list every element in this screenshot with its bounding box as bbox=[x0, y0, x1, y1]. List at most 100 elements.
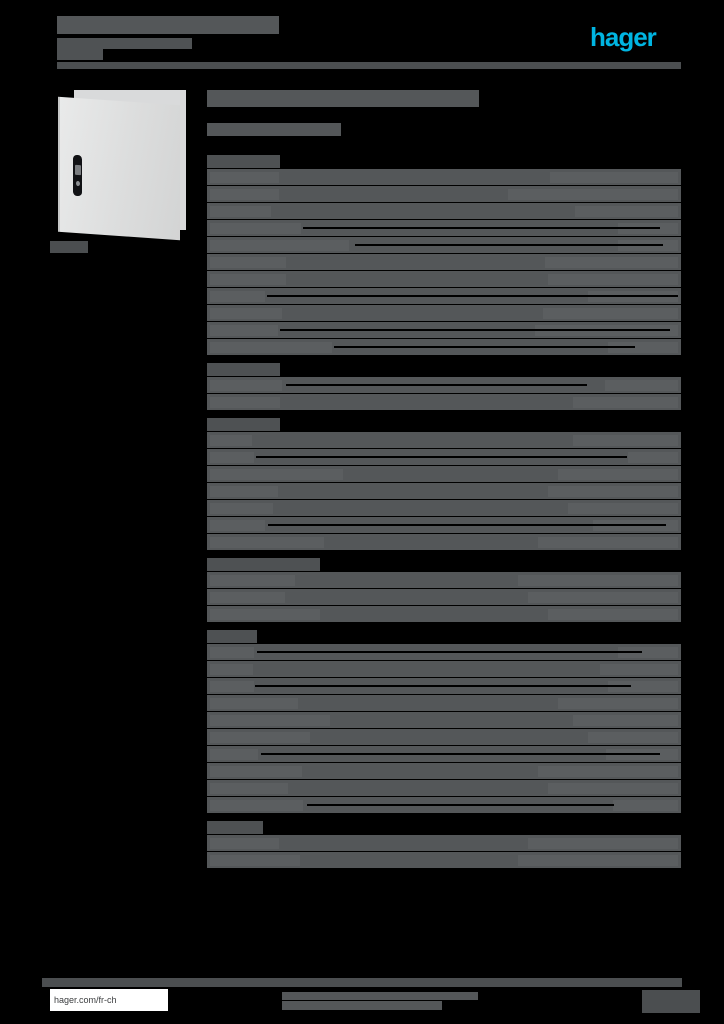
spec-group-heading: [redacted] bbox=[207, 418, 681, 431]
leader-line bbox=[255, 685, 631, 687]
table-row: [redacted] [redacted] bbox=[207, 203, 681, 219]
spec-label: [redacted] bbox=[210, 342, 332, 353]
leader-line bbox=[286, 384, 587, 386]
spec-leader bbox=[298, 695, 558, 711]
spec-leader bbox=[265, 288, 678, 304]
spec-leader bbox=[254, 449, 628, 465]
spec-label: [redacted] bbox=[210, 397, 280, 408]
spec-value: [redacted] bbox=[568, 503, 678, 514]
spec-label: [redacted] bbox=[210, 325, 278, 336]
spec-leader bbox=[252, 432, 573, 448]
spec-label: [redacted] bbox=[210, 274, 286, 285]
spec-leader bbox=[300, 852, 518, 868]
spec-group-heading-label: [redacted] bbox=[207, 558, 320, 571]
spec-leader bbox=[295, 572, 518, 588]
spec-leader bbox=[288, 780, 548, 796]
spec-leader bbox=[320, 606, 548, 622]
table-row: [redacted][redacted] bbox=[207, 661, 681, 677]
title-block: [redacted] [redacted] bbox=[57, 16, 279, 49]
leader-line bbox=[280, 329, 670, 331]
main-content-header: [redacted] [redacted] bbox=[207, 90, 681, 136]
leader-line bbox=[261, 753, 660, 755]
spec-value: [redacted] bbox=[548, 274, 678, 285]
spec-leader bbox=[332, 339, 635, 355]
spec-label: [redacted] bbox=[210, 732, 310, 743]
spec-value: [redacted] bbox=[573, 435, 678, 446]
spec-value: [redacted] bbox=[543, 308, 678, 319]
footer-line-2 bbox=[282, 1001, 442, 1010]
spec-leader bbox=[280, 394, 573, 410]
spec-value: [redacted] bbox=[608, 342, 678, 353]
spec-group-heading-label: [redacted] bbox=[207, 363, 280, 376]
spec-label: [redacted] bbox=[210, 609, 320, 620]
spec-leader bbox=[324, 534, 538, 550]
group-spacer bbox=[207, 551, 681, 558]
spec-leader bbox=[285, 589, 528, 605]
spec-leader bbox=[282, 377, 605, 393]
spec-leader bbox=[253, 661, 600, 677]
leader-line bbox=[268, 524, 666, 526]
table-row: [redacted][redacted] bbox=[207, 483, 681, 499]
page-subtitle: [redacted] bbox=[57, 38, 192, 49]
table-row: [redacted][redacted] bbox=[207, 169, 681, 185]
spec-value: [redacted] bbox=[528, 838, 678, 849]
spec-value: [redacted] bbox=[608, 681, 678, 692]
spec-value: [redacted] bbox=[538, 766, 678, 777]
table-row: [redacted] [redacted] bbox=[207, 394, 681, 410]
spec-value: [redacted] bbox=[545, 257, 678, 268]
spec-leader bbox=[301, 220, 660, 236]
table-row: [redacted] [redacted] bbox=[207, 852, 681, 868]
spec-value: [redacted] bbox=[558, 469, 678, 480]
spec-label: [redacted] bbox=[210, 206, 271, 217]
header-divider bbox=[57, 62, 681, 69]
spec-value: [redacted] bbox=[573, 397, 678, 408]
spec-label: [redacted] bbox=[210, 452, 254, 463]
group-spacer bbox=[207, 623, 681, 630]
spec-leader bbox=[254, 678, 631, 694]
spec-label: [redacted] bbox=[210, 681, 254, 692]
leader-line bbox=[303, 227, 660, 229]
table-row: [redacted][redacted] bbox=[207, 712, 681, 728]
spec-label: [redacted] bbox=[210, 520, 265, 531]
spec-label: [redacted] bbox=[210, 766, 302, 777]
product-image: [redacted] bbox=[50, 86, 210, 266]
footer-line-1: [redacted] bbox=[282, 992, 478, 1000]
leader-line bbox=[307, 804, 614, 806]
spec-group-heading: [redacted] bbox=[207, 821, 681, 834]
page-title: [redacted] bbox=[57, 16, 279, 34]
spec-value: [redacted] bbox=[548, 486, 678, 497]
spec-value: [redacted] bbox=[528, 592, 678, 603]
spec-label: [redacted] bbox=[210, 189, 279, 200]
spec-value: [redacted] bbox=[613, 800, 678, 811]
spec-label: [redacted] bbox=[210, 223, 301, 234]
group-spacer bbox=[207, 411, 681, 418]
spec-leader bbox=[279, 835, 528, 851]
spec-value: [redacted] bbox=[575, 206, 678, 217]
spec-label: [redacted] bbox=[210, 503, 273, 514]
spec-label: [redacted] bbox=[210, 291, 265, 302]
spec-value: [redacted] bbox=[518, 855, 678, 866]
table-row: [redacted] [redacted] bbox=[207, 835, 681, 851]
spec-label: [redacted] bbox=[210, 308, 282, 319]
spec-label: [redacted] bbox=[210, 469, 343, 480]
spec-leader bbox=[282, 305, 543, 321]
spec-leader bbox=[286, 254, 545, 270]
footer-center-text: [redacted] bbox=[282, 992, 478, 1011]
spec-label: [redacted] bbox=[210, 647, 254, 658]
spec-leader bbox=[273, 500, 568, 516]
specifications-table: [redacted] [redacted] [redacted] [redacted]… bbox=[207, 155, 681, 869]
spec-label: [redacted] bbox=[210, 257, 286, 268]
spec-value: [redacted] bbox=[508, 189, 678, 200]
footer-website-link[interactable]: hager.com/fr-ch bbox=[54, 995, 117, 1005]
spec-label: [redacted] bbox=[210, 838, 279, 849]
section-title: [redacted] bbox=[207, 90, 479, 107]
table-row: [redacted] [redacted] bbox=[207, 466, 681, 482]
spec-leader bbox=[349, 237, 663, 253]
footer-url-container[interactable]: hager.com/fr-ch bbox=[50, 989, 168, 1011]
spec-leader bbox=[254, 644, 642, 660]
spec-leader bbox=[258, 746, 660, 762]
spec-label: [redacted] bbox=[210, 855, 300, 866]
leader-line bbox=[267, 295, 678, 297]
group-spacer bbox=[207, 814, 681, 821]
